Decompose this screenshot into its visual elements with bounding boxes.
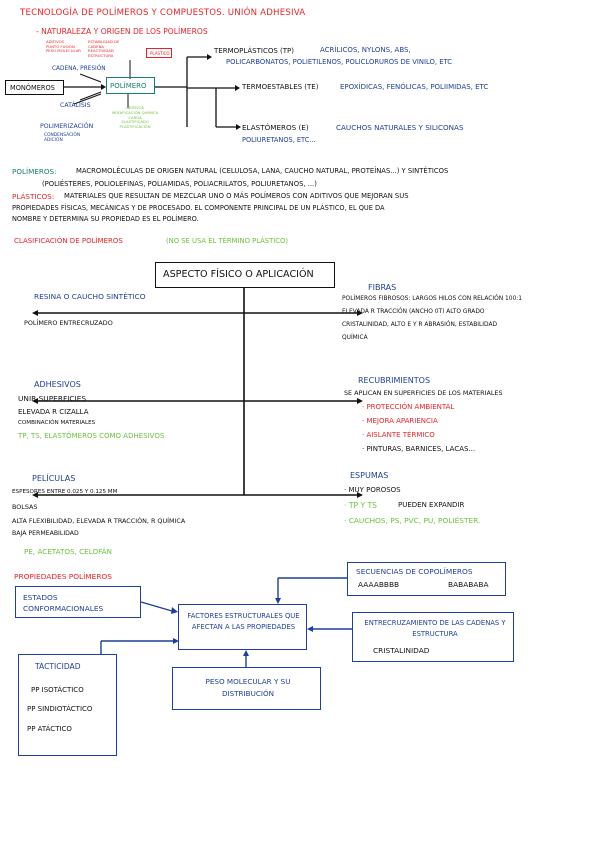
estados-box: Estados conformacionales <box>15 586 141 618</box>
plastic-mini-box: plástico <box>146 48 172 58</box>
catalisis-label: catálisis <box>60 102 91 109</box>
te-examples: epoxídicas, fenólicas, poliimidas, etc <box>340 83 489 91</box>
fibras-l3: cristalinidad, alto E y R abrasión, esta… <box>342 322 498 328</box>
plasticos-text3: nombre y determina su propiedad es el po… <box>12 215 199 223</box>
peliculas-green: PE, acetatos, celofán <box>24 547 112 556</box>
peliculas-l1: espesores entre 0.025 y 0.125 µm <box>12 489 118 495</box>
espumas-l1: · muy porosos <box>344 486 401 494</box>
fibras-l1: polímeros fibrosos: largos hilos con rel… <box>342 296 522 302</box>
fibras-l4: química <box>342 335 368 341</box>
propiedades-head: Propiedades polímeros <box>14 572 112 581</box>
tp-line1: Termoplásticos (TP) <box>214 47 294 55</box>
adhesivos-l1: unir superficies <box>18 394 87 403</box>
adhesivos-l3: combinación materiales <box>18 420 96 426</box>
espumas-l2a: · TP y TS <box>344 501 377 510</box>
peso-molecular-box: Peso molecular y su distribución <box>172 667 321 710</box>
peliculas-l2: bolsas <box>12 503 38 511</box>
secuencias-box: Secuencias de copolímeros AAAABBBB BABAB… <box>347 562 506 596</box>
polimeros-text2: (poliésteres, poliolefinas, poliamidas, … <box>42 180 317 188</box>
polimeros-head: Polímeros: <box>12 167 57 176</box>
clasificacion-note: (no se usa el término plástico) <box>166 237 289 245</box>
recubrimientos-o1: · protección ambiental <box>362 403 455 411</box>
center-box: Aspecto físico o aplicación <box>155 262 335 288</box>
tiny-notes-mid: estabilidad decadenareactividadestructur… <box>88 39 120 58</box>
adhesivos-green: TP, TS, elastómeros como adhesivos <box>18 432 165 440</box>
clasificacion-head: Clasificación de polímeros <box>14 237 123 245</box>
tp-examples1: acrílicos, nylons, ABS, <box>320 46 411 54</box>
fibras-l2: elevada R tracción (ancho 0T) alto grado <box>342 309 485 315</box>
fibras-title: Fibras <box>368 283 397 292</box>
plasticos-text2: propiedades físicas, mecánicas y de proc… <box>12 204 385 212</box>
adhesivos-l2: elevada R cizalla <box>18 408 89 416</box>
plasticos-head: Plásticos: <box>12 192 55 201</box>
peliculas-l3: alta flexibilidad, elevada R tracción, R… <box>12 517 186 525</box>
entrecruzamiento-box: Entrecruzamiento de las cadenas y estruc… <box>352 612 514 662</box>
recubrimientos-title: Recubrimientos <box>358 376 431 385</box>
polimerizacion-title: Polimerización <box>40 123 94 130</box>
el-examples: cauchos naturales y siliconas <box>336 123 464 132</box>
plasticos-text: materiales que resultan de mezclar uno o… <box>64 192 409 200</box>
el-line: Elastómeros (E) <box>242 123 309 132</box>
tp-examples2: policarbonatos, polietilenos, policlorur… <box>226 58 453 66</box>
cadena-label: cadena, presión <box>52 66 106 72</box>
section-subtitle: - Naturaleza y origen de los polímeros <box>36 27 208 36</box>
monomeros-box: Monómeros <box>5 80 64 95</box>
polimeros-text: macromoléculas de origen natural (celulo… <box>76 167 449 175</box>
el-examples2: poliuretanos, etc... <box>242 136 316 144</box>
polimerizacion-sub: condensaciónadición <box>44 133 81 144</box>
page-title: Tecnología de polímeros y compuestos. Un… <box>20 8 306 18</box>
factores-box: Factores estructurales que afectan a las… <box>178 604 307 650</box>
tacticidad-box: Tacticidad PP isotáctico PP sindiotáctic… <box>18 654 117 756</box>
recubrimientos-o3: · aislante térmico <box>362 431 435 439</box>
peliculas-l4: baja permeabilidad <box>12 530 79 537</box>
espumas-green: · cauchos, PS, PVC, PU, poliéster. <box>344 516 481 525</box>
polimero-box: Polímero <box>106 77 155 94</box>
resina-title: Resina o caucho sintético <box>34 292 146 301</box>
recubrimientos-l2: · pinturas, barnices, lacas... <box>362 445 476 453</box>
espumas-title: Espumas <box>350 471 389 480</box>
peliculas-title: Películas <box>32 474 76 483</box>
adhesivos-title: Adhesivos <box>34 380 81 389</box>
green-tiny-notes: aditivosmodificación químicacargaelastif… <box>112 105 159 130</box>
recubrimientos-o2: · mejora apariencia <box>362 417 438 425</box>
resina-text: Polímero entrecruzado <box>24 319 113 327</box>
recubrimientos-l1: se aplican en superficies de los materia… <box>344 389 503 397</box>
te-line: Termoestables (TE) <box>242 83 319 91</box>
tiny-notes-left: aditivospunto fusiónpeso molecular <box>46 39 81 54</box>
espumas-l2b: pueden expandir <box>398 501 465 509</box>
